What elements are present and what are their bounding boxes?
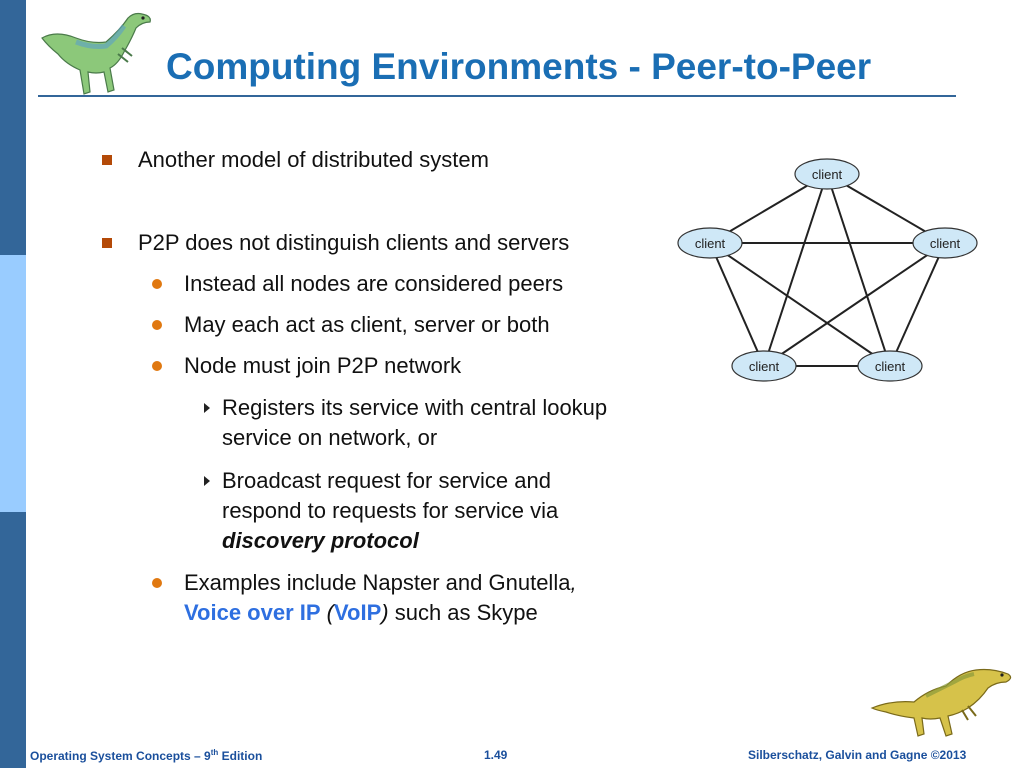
bullet-arrow — [204, 403, 210, 413]
bullet-text: Voice over IP (VoIP) such as Skype — [184, 600, 538, 626]
edge — [709, 242, 765, 367]
footer-superscript: th — [210, 748, 219, 757]
edge — [763, 242, 946, 367]
network-node: client — [731, 350, 797, 382]
sidebar-segment-top — [0, 0, 26, 255]
bullet-arrow — [204, 476, 210, 486]
node-label: client — [749, 359, 780, 374]
footer-book-title: Operating System Concepts – 9th Edition — [30, 748, 262, 763]
node-label: client — [812, 167, 843, 182]
page-title: Computing Environments - Peer-to-Peer — [166, 46, 872, 87]
page-number: 1.49 — [484, 748, 508, 762]
node-label: client — [930, 236, 961, 251]
bullet-text: Another model of distributed system — [138, 147, 489, 172]
bullet-dot — [152, 361, 162, 371]
bullet-text: respond to requests for service via — [222, 498, 559, 523]
footer-text: Operating System Concepts – 9 — [30, 749, 211, 763]
sidebar-decoration — [0, 0, 26, 768]
highlight-term: VoIP — [334, 600, 382, 625]
edge — [763, 173, 828, 367]
sidebar-segment-bottom — [0, 512, 26, 768]
network-edges — [709, 173, 946, 367]
p2p-network-diagram: client client client client client — [677, 158, 978, 382]
footer-text: Edition — [218, 749, 263, 763]
edge — [826, 173, 891, 367]
bullet-text: service on network, or — [222, 425, 438, 450]
network-node: client — [677, 227, 743, 259]
title-divider — [38, 95, 956, 97]
bullet-text-segment: such as Skype — [388, 600, 538, 625]
sidebar-segment-middle — [0, 255, 26, 512]
dinosaur-icon — [41, 12, 151, 95]
network-node: client — [857, 350, 923, 382]
bullet-square — [102, 155, 112, 165]
bullet-dot — [152, 578, 162, 588]
bullet-text-segment: ( — [320, 600, 334, 625]
bullet-text-segment: ) — [381, 600, 389, 625]
node-label: client — [875, 359, 906, 374]
bullet-dot — [152, 279, 162, 289]
network-node: client — [794, 158, 860, 190]
edge — [709, 242, 891, 367]
node-label: client — [695, 236, 726, 251]
footer-copyright: Silberschatz, Galvin and Gagne ©2013 — [748, 748, 967, 762]
bullet-text: Registers its service with central looku… — [222, 395, 608, 420]
dinosaur-icon — [870, 668, 1012, 737]
emphasis-term: discovery protocol — [222, 528, 419, 553]
bullet-text: Examples include Napster and Gnutella, — [184, 570, 577, 596]
bullet-text-segment: Examples include Napster and Gnutella — [184, 570, 571, 595]
bullet-text: Node must join P2P network — [184, 353, 462, 378]
bullet-text: Broadcast request for service and — [222, 468, 551, 493]
bullet-text: P2P does not distinguish clients and ser… — [138, 230, 570, 255]
bullet-text-segment: , — [570, 570, 577, 595]
bullet-text: Instead all nodes are considered peers — [184, 271, 564, 296]
bullet-text: May each act as client, server or both — [184, 312, 550, 337]
bullet-square — [102, 238, 112, 248]
bullet-dot — [152, 320, 162, 330]
network-node: client — [912, 227, 978, 259]
highlight-term: Voice over IP — [184, 600, 321, 625]
edge — [889, 242, 946, 367]
